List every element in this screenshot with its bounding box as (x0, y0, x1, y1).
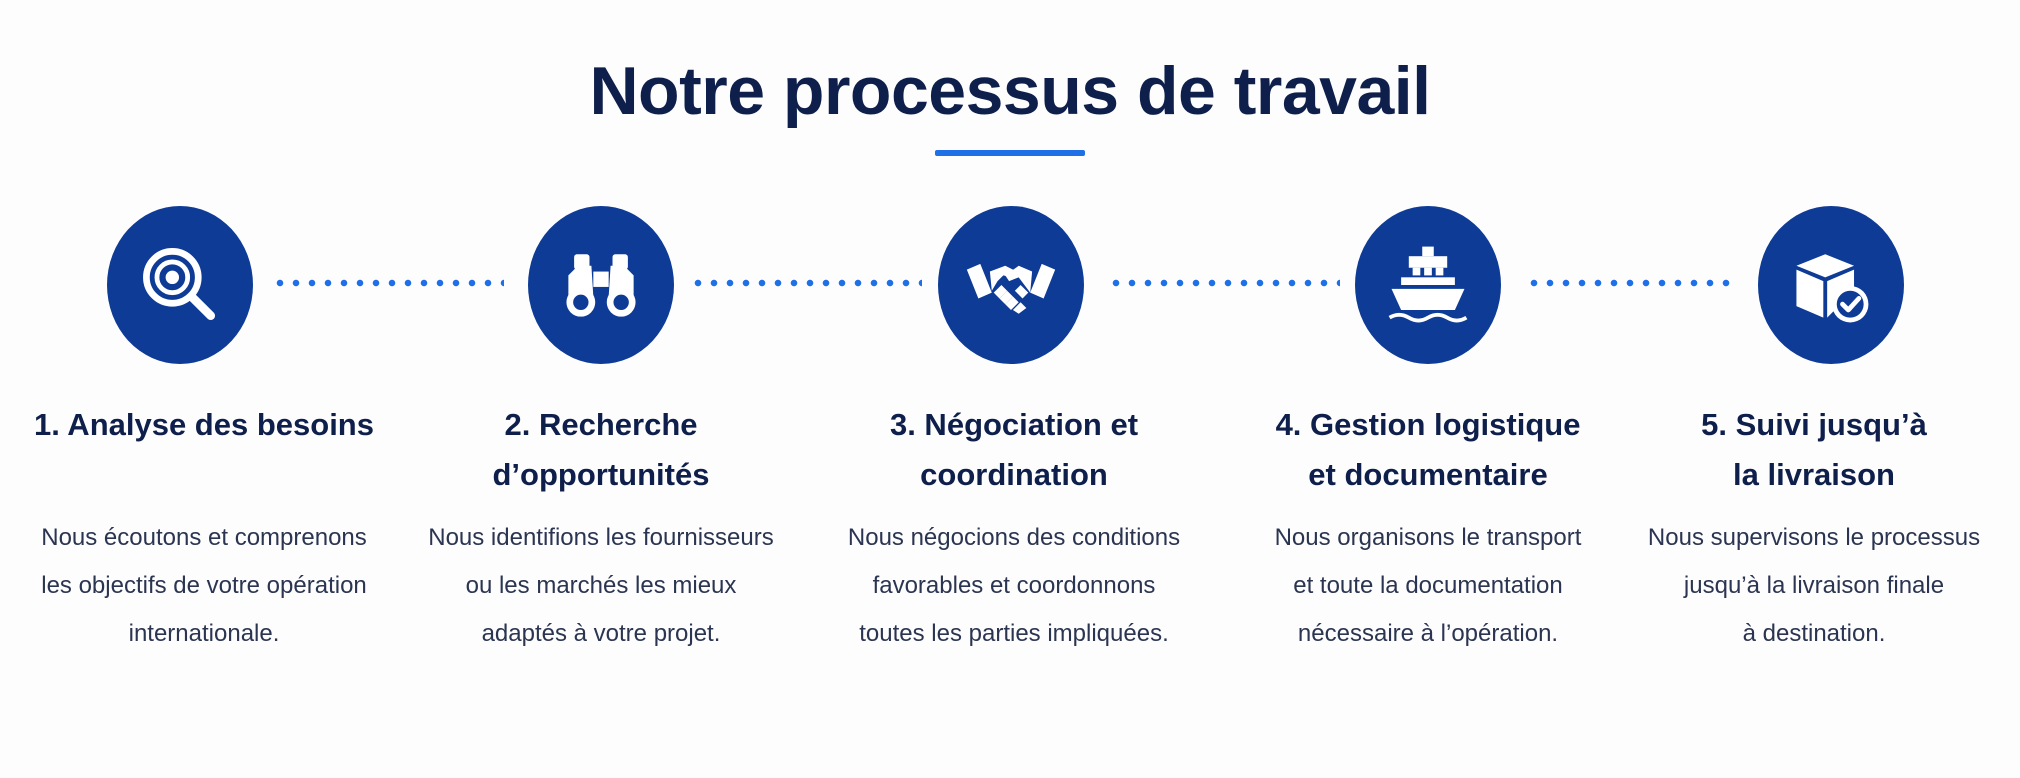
page-title: Notre processus de travail (589, 53, 1431, 129)
step-5-description: Nous supervisons le processus jusqu’à la… (1634, 514, 1994, 658)
step-1-description-line-1: Nous écoutons et comprenons (41, 524, 367, 551)
step-4-title-line-1: 4. Gestion logistique (1275, 407, 1581, 442)
step-4-circle (1355, 206, 1501, 364)
step-2-circle (528, 206, 674, 364)
binoculars-icon (553, 237, 649, 333)
process-step-4: 4. Gestion logistique et documentaire No… (1248, 0, 1608, 778)
connector-dots-4-5 (1526, 279, 1736, 287)
step-1-title-line: 1. Analyse des besoins (33, 407, 374, 442)
step-1-description-line-2: les objectifs de votre opération (41, 572, 367, 599)
step-4-description-line-1: Nous organisons le transport (1274, 524, 1582, 551)
process-step-3: 3. Négociation et coordination Nous négo… (834, 0, 1194, 778)
step-1-circle (107, 206, 253, 364)
step-2-title: 2. Recherche d’opportunités (421, 400, 781, 500)
step-3-circle (938, 206, 1084, 364)
step-2-title-line-2: d’opportunités (492, 457, 710, 492)
step-5-title-line-1: 5. Suivi jusqu’à (1701, 407, 1927, 442)
step-1-description-line-3: internationale. (128, 620, 280, 647)
connector-dots-3-4 (1108, 279, 1340, 287)
step-5-description-line-2: jusqu’à la livraison finale (1683, 572, 1945, 599)
step-3-description-line-2: favorables et coordonnons (872, 572, 1156, 599)
handshake-icon (963, 237, 1059, 333)
step-2-title-line-1: 2. Recherche (504, 407, 698, 442)
step-4-title-line-2: et documentaire (1308, 457, 1548, 492)
connector-dots-1-2 (272, 279, 504, 287)
process-step-1: 1. Analyse des besoins Nous écoutons et … (24, 0, 384, 778)
step-5-circle (1758, 206, 1904, 364)
step-2-description-line-2: ou les marchés les mieux (465, 572, 737, 599)
step-4-description-line-2: et toute la documentation (1293, 572, 1563, 599)
cargo-ship-icon (1380, 237, 1476, 333)
step-5-title-line-2: la livraison (1733, 457, 1895, 492)
process-step-5: 5. Suivi jusqu’à la livraison Nous super… (1634, 0, 1994, 778)
step-2-description-line-1: Nous identifions les fournisseurs (428, 524, 774, 551)
step-5-description-line-3: à destination. (1742, 620, 1886, 647)
step-4-description: Nous organisons le transport et toute la… (1248, 514, 1608, 658)
step-2-description-line-3: adaptés à votre projet. (481, 620, 721, 647)
connector-dots-2-3 (690, 279, 922, 287)
step-5-description-line-1: Nous supervisons le processus (1647, 524, 1981, 551)
box-check-icon (1783, 237, 1879, 333)
step-4-title: 4. Gestion logistique et documentaire (1248, 400, 1608, 500)
step-1-title: 1. Analyse des besoins (24, 400, 384, 450)
step-3-description-line-1: Nous négocions des conditions (847, 524, 1181, 551)
step-3-title-line-2: coordination (920, 457, 1108, 492)
step-2-description: Nous identifions les fournisseurs ou les… (421, 514, 781, 658)
step-3-description-line-3: toutes les parties impliquées. (859, 620, 1169, 647)
title-underline (935, 150, 1085, 156)
target-search-icon (132, 237, 228, 333)
step-3-description: Nous négocions des conditions favorables… (834, 514, 1194, 658)
step-1-description: Nous écoutons et comprenons les objectif… (24, 514, 384, 658)
process-step-2: 2. Recherche d’opportunités Nous identif… (421, 0, 781, 778)
step-5-title: 5. Suivi jusqu’à la livraison (1634, 400, 1994, 500)
step-4-description-line-3: nécessaire à l’opération. (1297, 620, 1559, 647)
step-3-title-line-1: 3. Négociation et (889, 407, 1139, 442)
step-3-title: 3. Négociation et coordination (834, 400, 1194, 500)
